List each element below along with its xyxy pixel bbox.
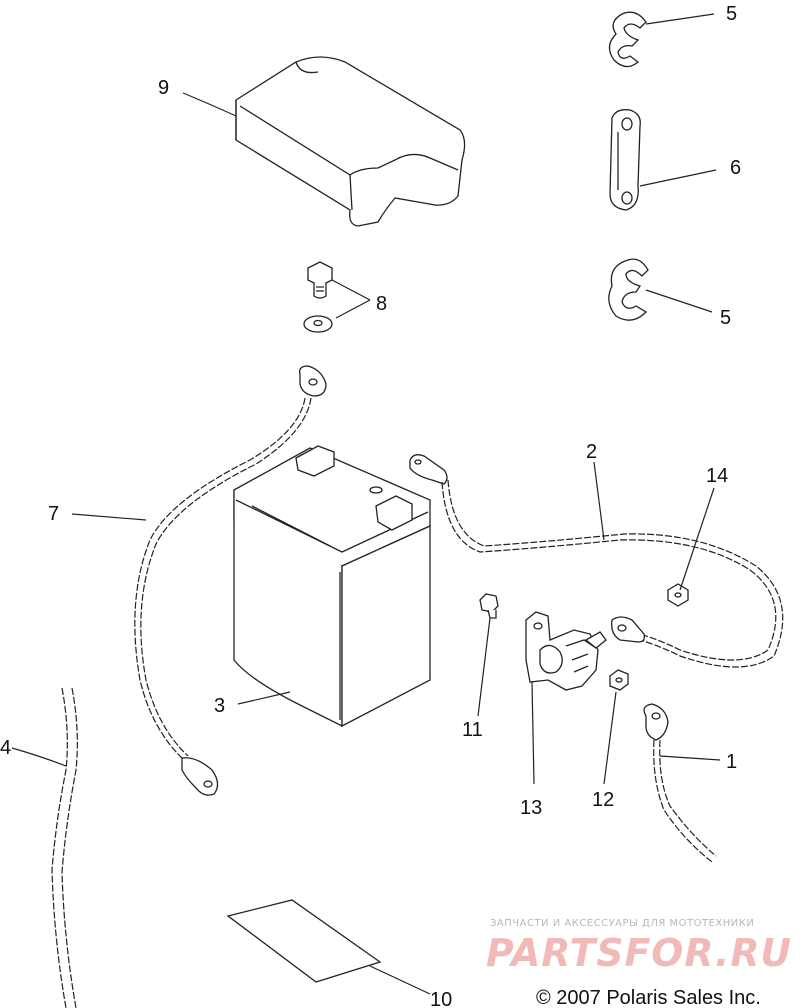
callout-9: 9 <box>158 77 169 99</box>
watermark-brand: PARTSFOR.RU <box>486 931 792 975</box>
callout-13: 13 <box>520 797 542 819</box>
part-1-cable <box>643 703 717 863</box>
part-4-cable <box>51 687 78 1008</box>
callout-2: 2 <box>586 441 597 463</box>
part-9-battery-cover <box>235 56 466 227</box>
callout-14: 14 <box>706 465 728 487</box>
cable-7-top-lug <box>299 365 327 397</box>
callout-5-bottom: 5 <box>720 307 731 329</box>
callout-5-top: 5 <box>726 3 737 25</box>
callout-12: 12 <box>592 789 614 811</box>
callout-11: 11 <box>462 719 483 741</box>
callout-4: 4 <box>0 737 11 759</box>
callout-1: 1 <box>726 751 737 773</box>
part-14-nut <box>667 583 689 607</box>
part-11-screw <box>479 593 499 619</box>
callout-3: 3 <box>214 695 225 717</box>
part-5-clip-top <box>608 11 647 68</box>
part-5-clip-bottom <box>608 258 649 321</box>
callout-7: 7 <box>48 503 59 525</box>
copyright-text: © 2007 Polaris Sales Inc. <box>536 987 761 1008</box>
callout-10: 10 <box>430 989 452 1008</box>
part-7-cable <box>134 397 312 796</box>
leader-lines <box>11 13 721 995</box>
watermark-tagline: ЗАПЧАСТИ И АКСЕССУАРЫ ДЛЯ МОТОТЕХНИКИ <box>490 918 754 929</box>
part-10-label <box>226 899 382 983</box>
part-12-nut <box>609 669 629 691</box>
part-3-battery <box>233 445 431 728</box>
part-2-cable <box>409 454 784 668</box>
part-6-link-bar <box>609 109 641 211</box>
callout-6: 6 <box>730 157 741 179</box>
callout-8: 8 <box>376 293 387 315</box>
part-13-solenoid <box>525 611 607 691</box>
part-8-bolt-washer <box>303 261 333 333</box>
